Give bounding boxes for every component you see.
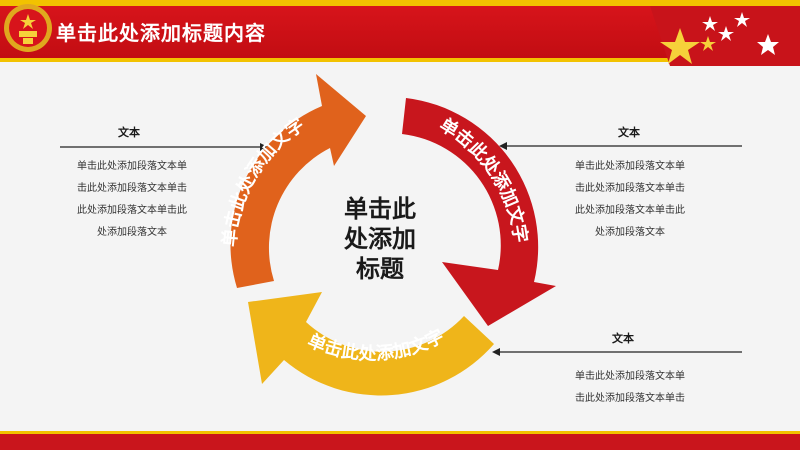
header-gold-underline <box>0 58 800 62</box>
right-top-block-title: 文本 <box>618 126 640 139</box>
paragraph-line: 单击此处添加段落文本单 <box>575 371 685 382</box>
left-block-title: 文本 <box>118 126 140 139</box>
paragraph-line: 击此处添加段落文本单击 <box>575 393 685 404</box>
right-top-connector-arrow <box>499 142 507 150</box>
header-gold-strip <box>0 0 800 6</box>
paragraph-line: 单击此处添加段落文本单 <box>575 161 685 172</box>
center-title-line: 处添加 <box>344 225 416 253</box>
right-bottom-block-title: 文本 <box>612 332 634 345</box>
right-bottom-block-paragraph: 单击此处添加段落文本单 击此处添加段落文本单击 <box>560 366 700 410</box>
footer-gold-line <box>0 431 800 434</box>
right-top-block-paragraph: 单击此处添加段落文本单 击此处添加段落文本单击 此处添加段落文本单击此 处添加段… <box>560 156 700 244</box>
flag-stars-icon <box>650 6 800 66</box>
center-title-line: 单击此 <box>344 195 416 223</box>
paragraph-line: 处添加段落文本 <box>595 227 665 238</box>
right-bottom-connector-arrow <box>492 348 500 356</box>
paragraph-line: 击此处添加段落文本单击 <box>575 183 685 194</box>
left-connector-arrow <box>260 143 268 151</box>
left-block-paragraph: 单击此处添加段落文本单 击此处添加段落文本单击 此处添加段落文本单击此 处添加段… <box>62 156 202 244</box>
orange-arrow-segment <box>230 74 366 288</box>
paragraph-line: 处添加段落文本 <box>97 227 167 238</box>
center-title: 单击此 处添加 标题 <box>320 194 440 284</box>
red-arrow-segment <box>402 98 556 326</box>
center-title-line: 标题 <box>356 255 404 283</box>
paragraph-line: 此处添加段落文本单击此 <box>575 205 685 216</box>
paragraph-line: 击此处添加段落文本单击 <box>77 183 187 194</box>
paragraph-line: 此处添加段落文本单击此 <box>77 205 187 216</box>
page-title: 单击此处添加标题内容 <box>56 21 266 45</box>
yellow-arrow-segment <box>248 292 494 396</box>
footer-bar <box>0 434 800 450</box>
national-emblem-icon <box>4 4 52 52</box>
paragraph-line: 单击此处添加段落文本单 <box>77 161 187 172</box>
